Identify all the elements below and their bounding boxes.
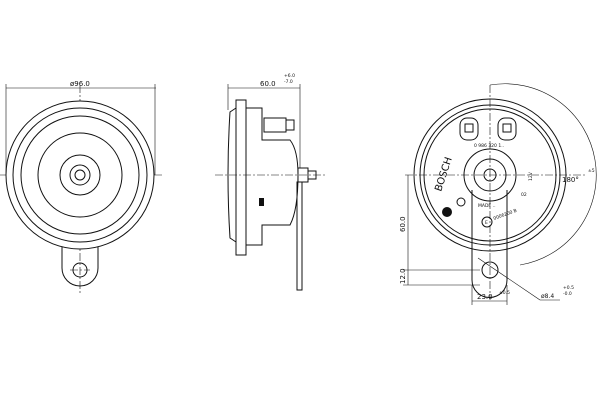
- part-number: 0 986 320 1..: [474, 143, 504, 149]
- depth-label: 60.0: [260, 80, 276, 88]
- approval-num: 02: [521, 192, 527, 198]
- height-label: 60.0: [399, 216, 407, 232]
- front-view: ø96.0: [0, 80, 162, 295]
- diameter-label: ø96.0: [70, 80, 90, 88]
- rear-view: BOSCH 0 986 320 1.. MADE .. 12V E 000620…: [399, 83, 597, 305]
- angle-tol: ±5: [588, 168, 595, 174]
- side-view: 60.0 +6.0 -7.0: [215, 73, 325, 291]
- width-tol: ±0.5: [499, 290, 510, 296]
- approval-mark: E: [485, 220, 488, 226]
- depth-tol-lower: -7.0: [284, 79, 293, 85]
- lug-label: 12.0: [399, 268, 407, 284]
- approval-code: 0006200 B: [493, 208, 518, 222]
- voltage-badge: 12V: [528, 171, 534, 181]
- angle-label: 180°: [562, 176, 579, 184]
- hub-code: MADE ..: [478, 203, 496, 209]
- hole-tol-upper: +0.5: [563, 285, 574, 291]
- brand-label: BOSCH: [433, 156, 454, 193]
- hole-label: ø8.4: [541, 293, 554, 300]
- width-label: 23.0: [477, 293, 493, 301]
- depth-tol-upper: +6.0: [284, 73, 295, 79]
- hole-tol-lower: -0.0: [563, 291, 572, 297]
